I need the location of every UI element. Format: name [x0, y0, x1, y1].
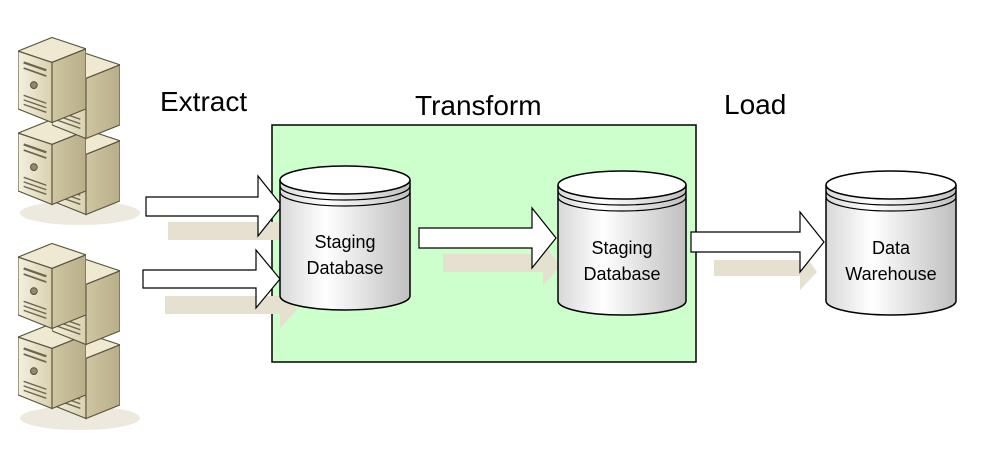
server-icon: [18, 242, 140, 430]
arrow-right-icon: [142, 248, 281, 310]
database-icon: Staging Database: [557, 170, 687, 316]
database-label-line2: Database: [583, 264, 660, 284]
database-label-line1: Staging: [591, 238, 652, 258]
database-label-line1: Data: [872, 238, 911, 258]
database-label-line2: Database: [306, 258, 383, 278]
arrow-right-icon: [418, 206, 557, 270]
database-icon: Data Warehouse: [825, 170, 957, 316]
stage-label-load: Load: [724, 89, 787, 120]
stage-label-extract: Extract: [160, 86, 248, 117]
stage-label-transform: Transform: [415, 90, 542, 121]
database-label-line2: Warehouse: [845, 264, 936, 284]
arrow-right-icon: [690, 210, 825, 274]
database-icon: Staging Database: [279, 165, 411, 311]
arrow-right-icon: [145, 174, 283, 238]
server-icon: [18, 36, 140, 225]
database-label-line1: Staging: [314, 232, 375, 252]
